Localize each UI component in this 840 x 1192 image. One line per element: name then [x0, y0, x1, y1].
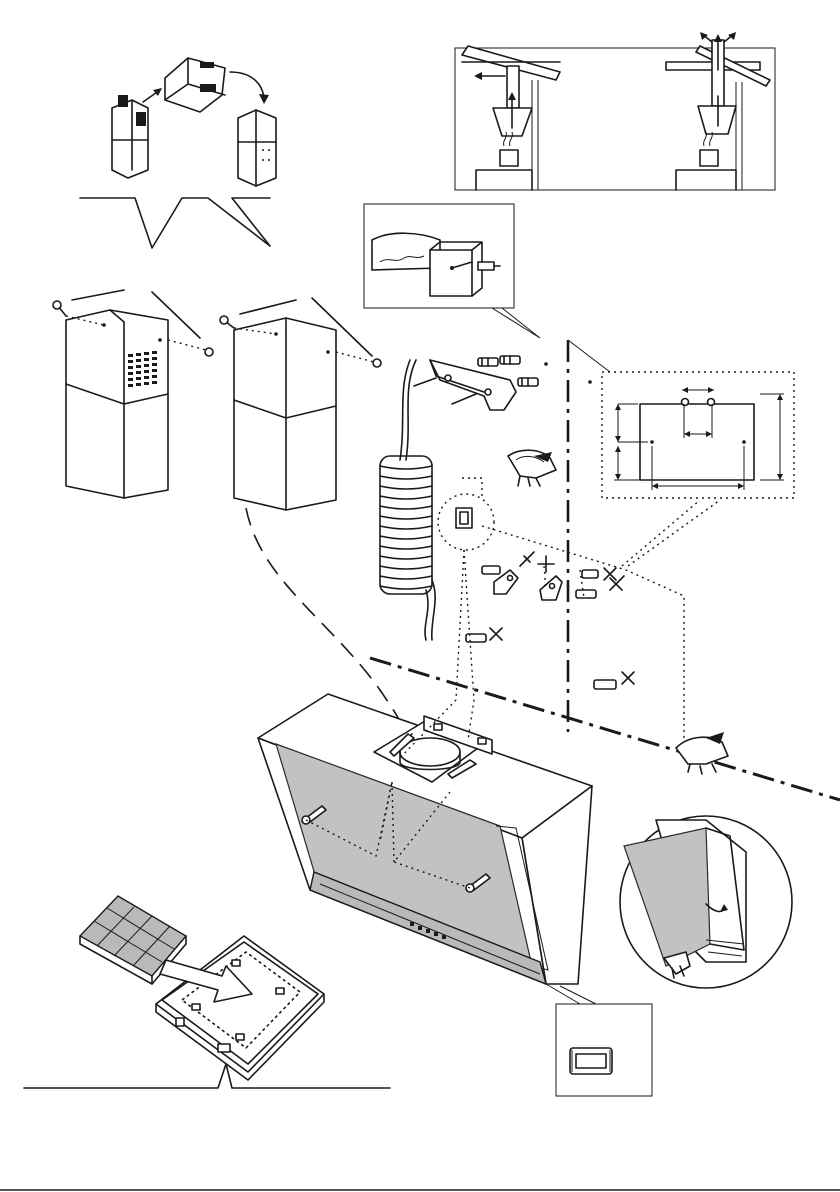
chimney-cover-left: [53, 290, 213, 498]
control-switch-detail: [556, 1004, 652, 1096]
flexible-hose: [380, 360, 435, 640]
hanging-latch-detail: [438, 478, 494, 550]
hood-body: [258, 694, 592, 984]
template-callout-line: [568, 340, 610, 372]
chimney-to-hood-guide: [246, 508, 402, 726]
mode-roof-extraction: [666, 32, 770, 190]
drill-hand-lower: [676, 732, 728, 774]
callout-outline: [80, 198, 270, 248]
wall-fixings: [466, 552, 634, 689]
filter-frame: [156, 936, 324, 1080]
drilling-template-panel: [602, 372, 794, 498]
grease-filter-panel: [24, 896, 390, 1088]
chimney-cover-right: [220, 298, 381, 510]
ducting-modes-panel: [455, 32, 775, 190]
wall-plug-detail-panel: [364, 204, 540, 338]
mode-extraction: [462, 46, 560, 190]
wall-bracket: [414, 356, 538, 410]
glass-hinge-detail: [620, 816, 792, 988]
drill-hand-upper: [508, 450, 556, 486]
duct-cover-rotation-panel: [112, 58, 276, 186]
